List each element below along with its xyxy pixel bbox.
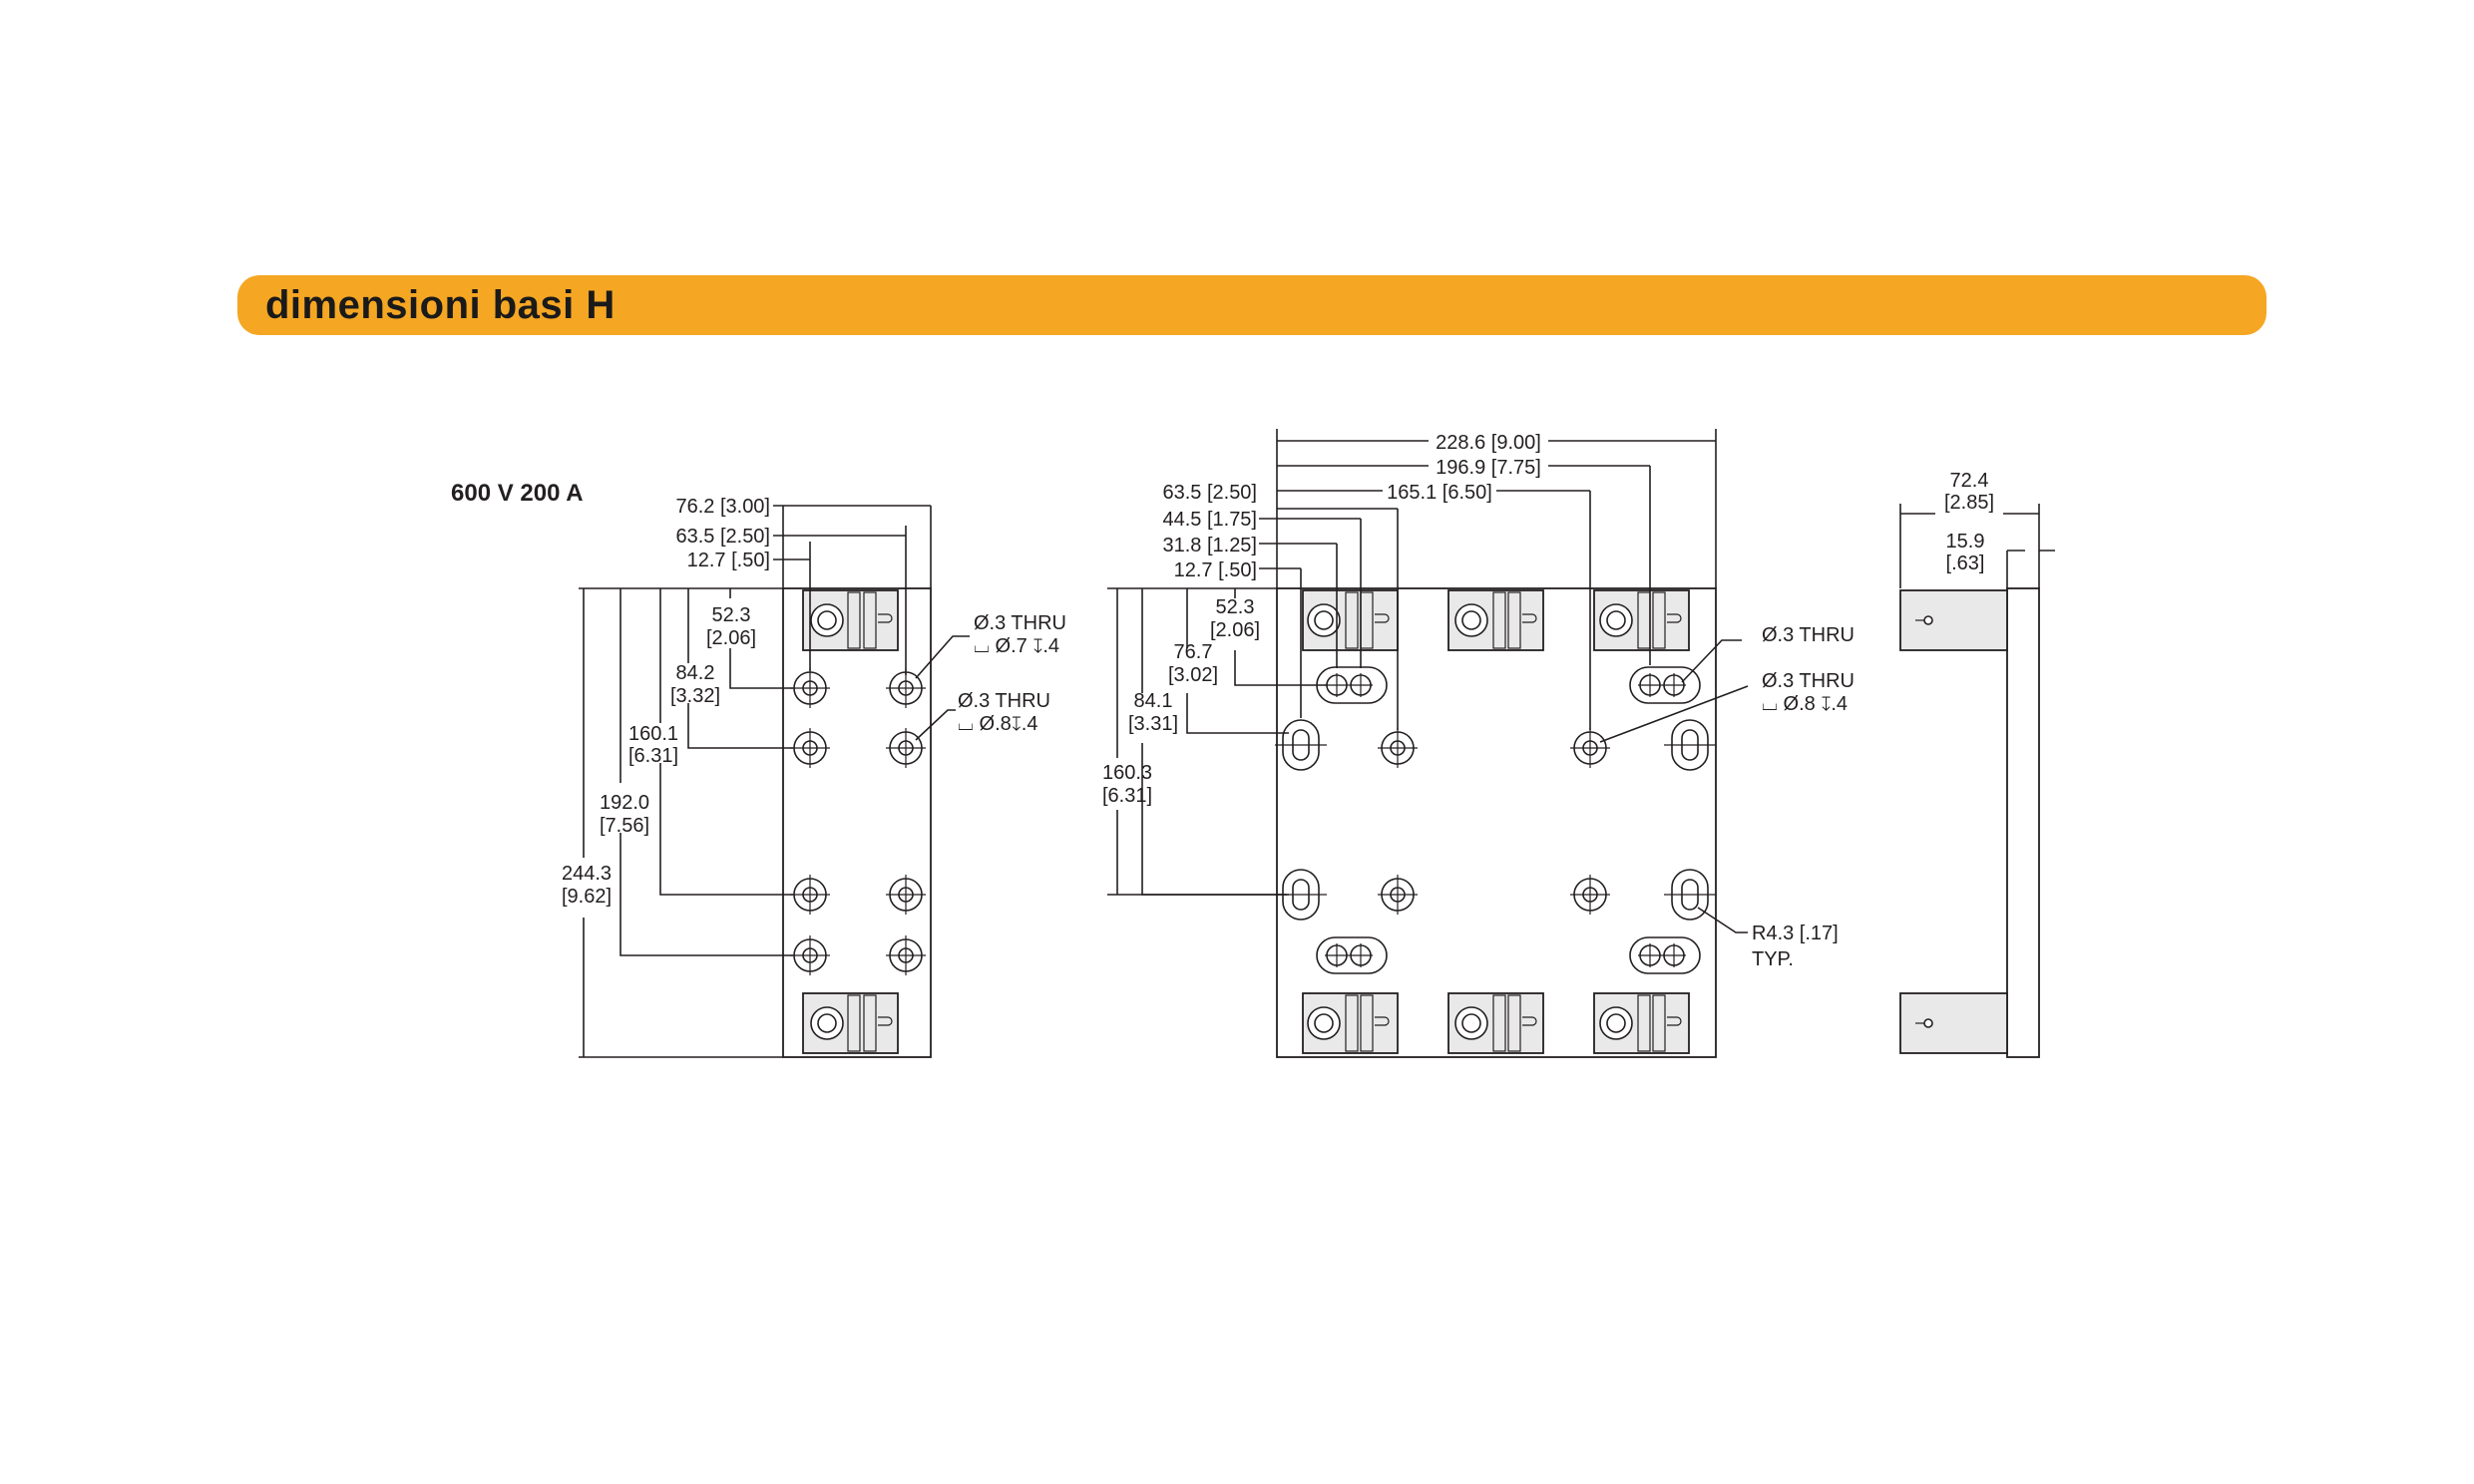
front-view: 600 V 200 A bbox=[451, 480, 1066, 1058]
top-width-dim-6: 31.8 [1.25] bbox=[1162, 535, 1257, 556]
top-dim-2-in: [3.02] bbox=[1168, 664, 1218, 686]
top-clamps-lower bbox=[1302, 992, 1690, 1054]
top-dim-1-mm: 52.3 bbox=[1216, 596, 1255, 618]
top-dim-2-mm: 76.7 bbox=[1174, 641, 1213, 663]
side-depth-mm: 72.4 bbox=[1950, 470, 1989, 492]
side-dims: 72.4 [2.85] 15.9 [.63] bbox=[1899, 470, 2055, 588]
top-dim-3-mm: 84.1 bbox=[1134, 690, 1173, 712]
front-dim-3-in: [6.31] bbox=[628, 745, 678, 767]
front-width-dim-2: 63.5 [2.50] bbox=[675, 526, 770, 548]
front-holes bbox=[790, 668, 926, 975]
front-plate-outline bbox=[782, 587, 932, 1058]
side-plate bbox=[2006, 587, 2040, 1058]
side-view: 72.4 [2.85] 15.9 [.63] bbox=[1899, 470, 2055, 1058]
front-callouts: Ø.3 THRU ⌴ Ø.7 ↧.4 Ø.3 THRU ⌴ Ø.8↧.4 bbox=[915, 612, 1066, 741]
top-dim-4-mm: 160.3 bbox=[1102, 762, 1152, 784]
front-callout-2-line1: Ø.3 THRU bbox=[958, 690, 1050, 712]
front-callout-1-line2: ⌴ Ø.7 ↧.4 bbox=[974, 635, 1059, 657]
top-callout-2-line1: Ø.3 THRU bbox=[1762, 670, 1855, 692]
top-dim-1-in: [2.06] bbox=[1210, 619, 1260, 641]
top-view: 228.6 [9.00] 196.9 [7.75] 165.1 [6.50] 6… bbox=[1102, 429, 1855, 1058]
front-dim-5-in: [9.62] bbox=[562, 886, 612, 908]
radius-callout-line2: TYP. bbox=[1752, 948, 1794, 970]
side-clamp-lower bbox=[1899, 992, 2008, 1054]
front-bottom-clamp bbox=[802, 992, 899, 1054]
front-width-dim-1: 76.2 [3.00] bbox=[675, 496, 770, 518]
side-depth-in: [2.85] bbox=[1944, 492, 1994, 514]
top-width-dim-1: 228.6 [9.00] bbox=[1436, 432, 1541, 454]
front-width-dim-3: 12.7 [.50] bbox=[687, 550, 770, 571]
front-dim-3-mm: 160.1 bbox=[628, 723, 678, 745]
front-height-dims: 52.3 [2.06] 84.2 [3.32] 160.1 [6.31] 192… bbox=[562, 587, 793, 1058]
section-banner: dimensioni basi H bbox=[237, 275, 2267, 335]
top-callout-1-line1: Ø.3 THRU bbox=[1762, 624, 1855, 646]
front-callout-1-line1: Ø.3 THRU bbox=[974, 612, 1066, 634]
front-callout-2-line2: ⌴ Ø.8↧.4 bbox=[958, 713, 1037, 735]
model-label: 600 V 200 A bbox=[451, 480, 584, 507]
side-clamp-upper bbox=[1899, 589, 2008, 651]
side-thickness-mm: 15.9 bbox=[1946, 531, 1985, 553]
front-width-dims: 76.2 [3.00] 63.5 [2.50] 12.7 [.50] bbox=[675, 496, 932, 675]
top-clamps-upper bbox=[1302, 589, 1690, 651]
top-single-holes bbox=[1378, 728, 1610, 915]
top-width-dim-5: 44.5 [1.75] bbox=[1162, 509, 1257, 531]
front-dim-1-mm: 52.3 bbox=[712, 604, 751, 626]
front-dim-1-in: [2.06] bbox=[706, 627, 756, 649]
front-dim-2-mm: 84.2 bbox=[676, 662, 715, 684]
top-width-dim-2: 196.9 [7.75] bbox=[1436, 457, 1541, 479]
top-width-dim-4: 63.5 [2.50] bbox=[1162, 482, 1257, 504]
front-top-clamp bbox=[802, 589, 899, 651]
section-title: dimensioni basi H bbox=[265, 283, 616, 327]
front-dim-2-in: [3.32] bbox=[670, 685, 720, 707]
front-dim-4-mm: 192.0 bbox=[600, 792, 649, 814]
top-width-dim-3: 165.1 [6.50] bbox=[1387, 482, 1492, 504]
top-slots bbox=[1275, 719, 1716, 921]
top-callout-2-line2: ⌴ Ø.8 ↧.4 bbox=[1762, 693, 1848, 715]
radius-callout-line1: R4.3 [.17] bbox=[1752, 923, 1839, 944]
top-callouts: Ø.3 THRU Ø.3 THRU ⌴ Ø.8 ↧.4 R4.3 [.17] T… bbox=[1599, 624, 1855, 970]
side-thickness-in: [.63] bbox=[1946, 553, 1985, 574]
top-width-dim-7: 12.7 [.50] bbox=[1174, 559, 1257, 581]
top-width-dims: 228.6 [9.00] 196.9 [7.75] 165.1 [6.50] 6… bbox=[1162, 429, 1717, 730]
front-dim-5-mm: 244.3 bbox=[562, 863, 612, 885]
front-dim-4-in: [7.56] bbox=[600, 815, 649, 837]
top-height-dims: 52.3 [2.06] 76.7 [3.02] 84.1 [3.31] 160.… bbox=[1102, 587, 1327, 896]
top-dim-4-in: [6.31] bbox=[1102, 785, 1152, 807]
top-dim-3-in: [3.31] bbox=[1128, 713, 1178, 735]
